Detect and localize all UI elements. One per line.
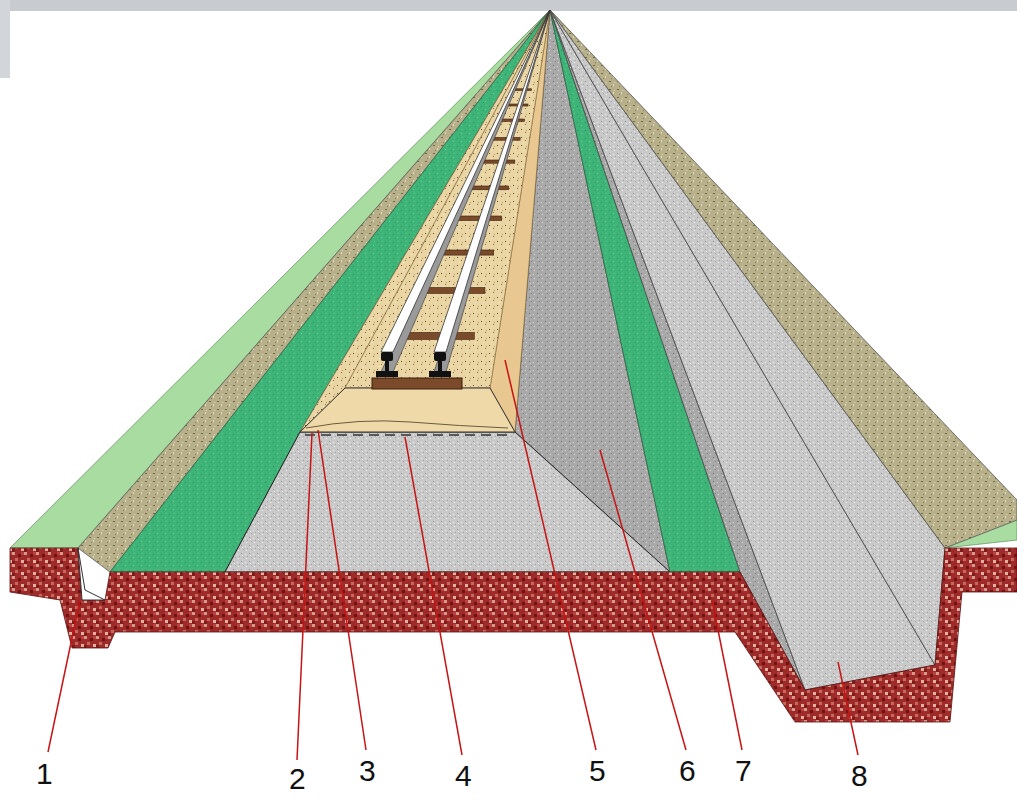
callout-number: 8 (851, 759, 868, 793)
callout-number: 6 (679, 754, 696, 788)
callout-number: 4 (455, 759, 472, 793)
callout-number: 7 (735, 754, 752, 788)
callout-number: 3 (359, 754, 376, 788)
callout-number: 5 (589, 754, 606, 788)
callout-number: 1 (36, 757, 53, 791)
callout-number: 2 (289, 762, 306, 796)
